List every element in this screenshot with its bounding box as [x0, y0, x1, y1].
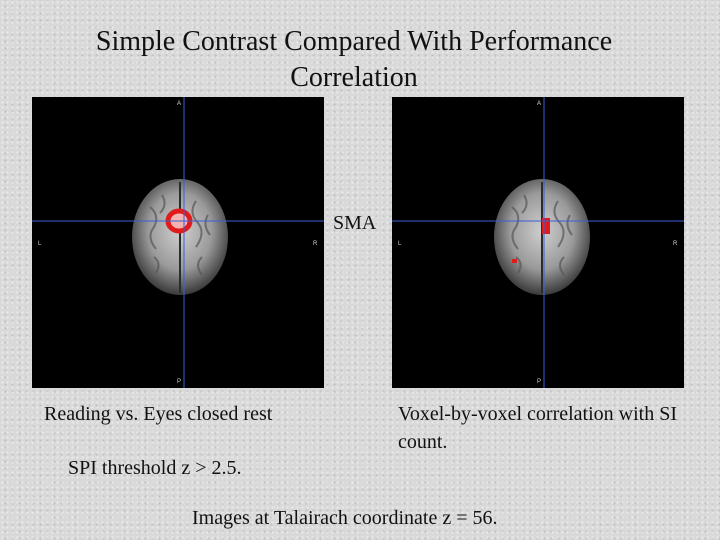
orientation-anterior: A: [177, 101, 182, 107]
slide-title-line2: Correlation: [290, 62, 418, 93]
orientation-right: R: [313, 241, 318, 247]
activation-blob-sma: [542, 218, 550, 234]
slide-title: Simple Contrast Compared With Performanc…: [0, 24, 708, 96]
slide-title-line1: Simple Contrast Compared With Performanc…: [95, 26, 613, 57]
activation-blob-small: [512, 259, 517, 263]
caption-simple-contrast: Reading vs. Eyes closed rest: [44, 403, 273, 425]
brain-scan-right: [392, 97, 684, 388]
brain-gyri: [149, 194, 211, 276]
orientation-left: L: [398, 241, 402, 247]
orientation-posterior: P: [537, 379, 542, 385]
brain-image-simple-contrast: A P L R: [32, 97, 324, 388]
brain-scan-left: [32, 97, 324, 388]
brain-image-correlation: A P L R: [392, 97, 684, 388]
talairach-footnote: Images at Talairach coordinate z = 56.: [192, 507, 498, 529]
orientation-left: L: [38, 241, 42, 247]
brain-gyri: [511, 194, 573, 276]
threshold-note: SPI threshold z > 2.5.: [68, 457, 242, 479]
sma-label: SMA: [333, 212, 377, 234]
caption-correlation: Voxel-by-voxel correlation with SI count…: [398, 403, 678, 453]
orientation-anterior: A: [537, 101, 542, 107]
orientation-posterior: P: [177, 379, 182, 385]
orientation-right: R: [673, 241, 678, 247]
